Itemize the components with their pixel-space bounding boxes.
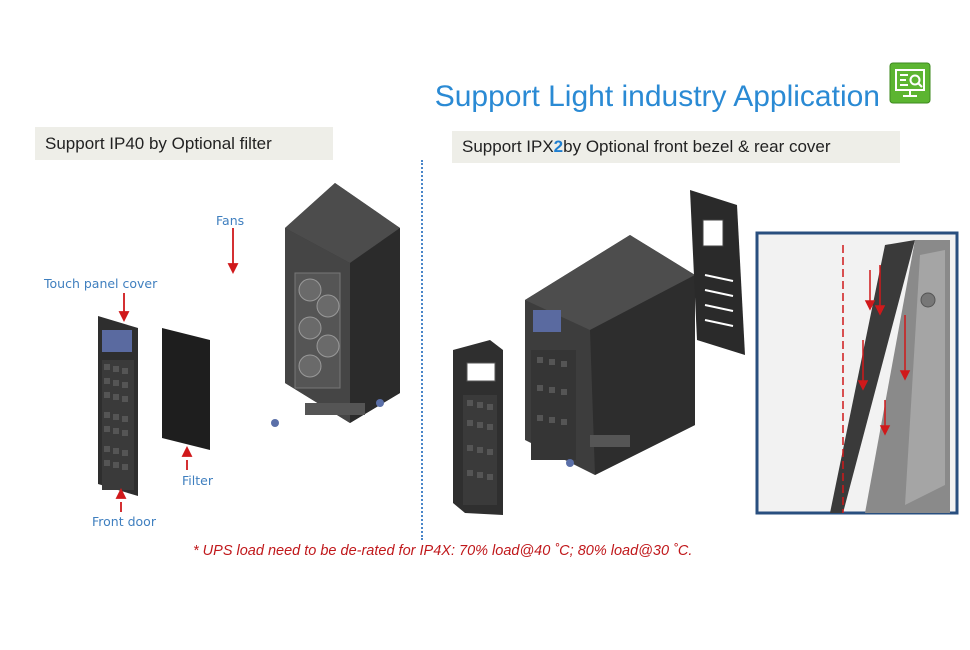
- slide-title: Support Light industry Application: [434, 80, 880, 113]
- rear-cover-illustration: [690, 190, 745, 355]
- filter-sheet-illustration: [162, 328, 210, 450]
- left-panel-heading-text: Support IP40 by Optional filter: [45, 133, 272, 153]
- front-door-illustration: [98, 316, 138, 496]
- front-bezel-illustration: [453, 340, 503, 515]
- front-door-label: Front door: [92, 514, 156, 529]
- footnote: * UPS load need to be de-rated for IP4X:…: [193, 543, 693, 559]
- left-panel-heading: Support IP40 by Optional filter: [35, 127, 333, 160]
- fans-label: Fans: [216, 213, 245, 228]
- right-heading-prefix: Support IPX: [462, 137, 554, 156]
- right-illustration: [445, 185, 960, 520]
- right-heading-suffix: by Optional front bezel & rear cover: [563, 137, 831, 156]
- monitor-search-icon: [889, 62, 931, 104]
- left-illustration: [80, 168, 410, 538]
- right-heading-highlight: 2: [553, 137, 564, 156]
- zoom-inset: [755, 231, 959, 515]
- ups-cabinet-right-illustration: [525, 235, 695, 475]
- touch-panel-cover-label: Touch panel cover: [44, 276, 158, 291]
- ups-cabinet-illustration: [271, 183, 400, 427]
- filter-label: Filter: [182, 473, 213, 488]
- panel-divider: [421, 160, 423, 540]
